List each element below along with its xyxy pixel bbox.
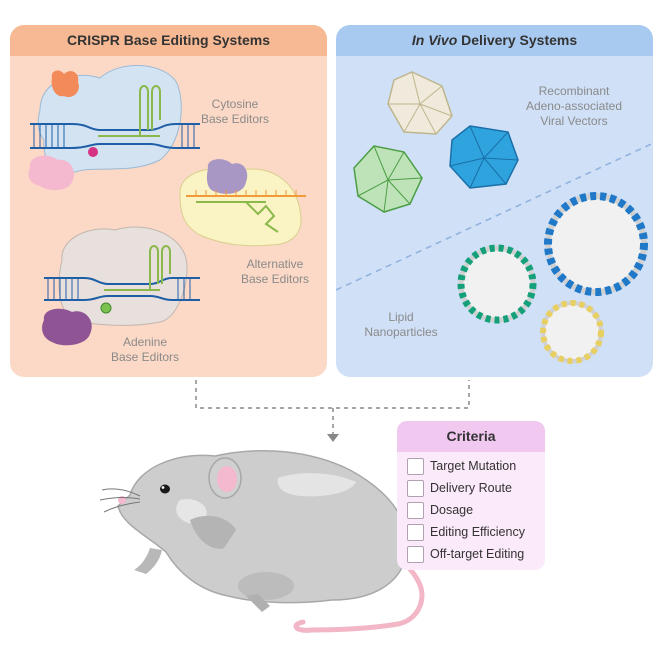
delivery-panel-title: In Vivo Delivery Systems bbox=[336, 25, 653, 56]
checkbox-icon[interactable] bbox=[407, 502, 424, 519]
criteria-box: Criteria Target Mutation Delivery Route … bbox=[397, 421, 545, 570]
checkbox-icon[interactable] bbox=[407, 458, 424, 475]
delivery-title-italic: In Vivo bbox=[411, 32, 458, 48]
aav-vectors-label: Recombinant Adeno-associated Viral Vecto… bbox=[525, 84, 623, 128]
aav-capsid-beige-icon bbox=[387, 71, 453, 135]
aav-capsid-green-icon bbox=[353, 145, 423, 213]
criteria-item-label: Delivery Route bbox=[430, 481, 512, 495]
mouse-eye-icon bbox=[160, 484, 170, 494]
connector-arrow bbox=[195, 380, 470, 434]
connector-arrowhead-icon bbox=[327, 434, 339, 442]
criteria-item-label: Dosage bbox=[430, 503, 474, 517]
checkbox-icon[interactable] bbox=[407, 524, 424, 541]
mouse-illustration bbox=[99, 449, 425, 633]
delivery-title-rest: Delivery Systems bbox=[457, 32, 578, 48]
aav-capsid-blue-icon bbox=[449, 125, 519, 189]
lipid-nanoparticle-small-icon bbox=[540, 300, 604, 364]
alternative-base-editor-icon bbox=[179, 159, 306, 247]
alternative-base-editors-label: Alternative Base Editors bbox=[240, 257, 310, 286]
delivery-divider-line bbox=[336, 139, 653, 291]
cytosine-base-editor-icon bbox=[28, 65, 200, 191]
checkbox-icon[interactable] bbox=[407, 546, 424, 563]
lipid-nanoparticles-label: Lipid Nanoparticles bbox=[364, 310, 438, 339]
checkbox-icon[interactable] bbox=[407, 480, 424, 497]
lipid-nanoparticle-large-icon bbox=[544, 192, 648, 296]
cytosine-base-editors-label: Cytosine Base Editors bbox=[200, 97, 270, 126]
criteria-item-label: Off-target Editing bbox=[430, 547, 525, 561]
criteria-title: Criteria bbox=[397, 421, 545, 452]
crispr-panel-title: CRISPR Base Editing Systems bbox=[10, 25, 327, 56]
mouse-whiskers bbox=[99, 488, 141, 513]
adenine-base-editor-icon bbox=[42, 226, 200, 346]
criteria-item-label: Editing Efficiency bbox=[430, 525, 525, 539]
lipid-nanoparticle-medium-icon bbox=[457, 244, 537, 324]
mouse-tail bbox=[293, 545, 425, 633]
adenine-base-editors-label: Adenine Base Editors bbox=[110, 335, 180, 364]
criteria-item-label: Target Mutation bbox=[430, 459, 517, 473]
